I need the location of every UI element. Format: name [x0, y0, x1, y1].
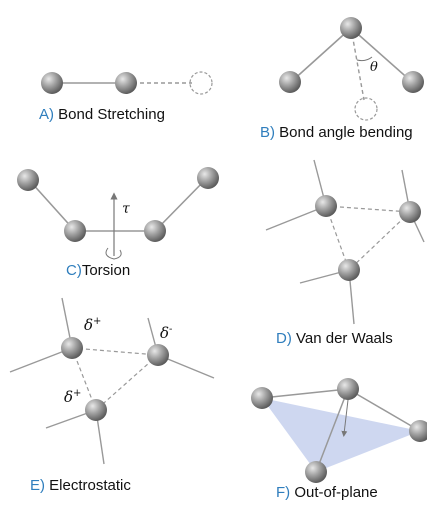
partial-charge-label: δ+ [84, 316, 102, 334]
displaced-atom-ghost [354, 97, 378, 121]
atom [402, 71, 424, 93]
coulomb-interaction-dashed [95, 354, 159, 411]
bond [290, 27, 352, 83]
bond [347, 388, 421, 432]
atom [251, 387, 273, 409]
panel-bond-angle-bending [279, 17, 424, 121]
bond [261, 388, 349, 399]
plane [262, 398, 420, 472]
caption-letter: F) [276, 484, 291, 501]
panel-van-der-waals [265, 159, 425, 325]
caption-torsion: C)Torsion [66, 262, 130, 279]
torsion-tau-symbol: τ [122, 201, 130, 217]
caption-label: Bond angle bending [279, 124, 413, 141]
caption-label: Electrostatic [49, 477, 131, 494]
atom [197, 167, 219, 189]
caption-label: Out-of-plane [294, 484, 378, 501]
partial-charge-label: δ+ [64, 388, 82, 406]
vdw-interaction-dashed [325, 205, 350, 271]
bond [29, 180, 76, 232]
atom [64, 220, 86, 242]
caption-letter: E) [30, 477, 45, 494]
caption-letter: D) [276, 330, 292, 347]
panel-electrostatic [9, 297, 215, 465]
angle-arc [356, 56, 373, 62]
coulomb-interaction-dashed [71, 347, 159, 356]
caption-letter: C) [66, 262, 82, 279]
vdw-interaction-dashed [325, 205, 411, 213]
bond [315, 388, 349, 473]
atom [85, 399, 107, 421]
partial-charge-label: δ- [160, 324, 173, 342]
atom [115, 72, 137, 94]
panel-torsion [17, 167, 219, 260]
atom [315, 195, 337, 217]
atom [337, 378, 359, 400]
atom [144, 220, 166, 242]
atom [340, 17, 362, 39]
panel-out-of-plane [251, 378, 427, 483]
atom [279, 71, 301, 93]
bond [154, 177, 208, 232]
atom [305, 461, 327, 483]
atom [399, 201, 421, 223]
rotation-arrow [105, 247, 122, 260]
bent-bond-dashed [350, 27, 365, 101]
caption-letter: B) [260, 124, 275, 141]
caption-label: Van der Waals [296, 330, 393, 347]
caption-out-of-plane: F) Out-of-plane [276, 484, 378, 501]
normal-arrow [341, 399, 349, 437]
atom [41, 72, 63, 94]
vdw-interaction-dashed [348, 211, 411, 271]
caption-electrostatic: E) Electrostatic [30, 477, 131, 494]
caption-letter: A) [39, 106, 54, 123]
caption-bond-stretching: A) Bond Stretching [39, 106, 165, 123]
atom [409, 420, 427, 442]
caption-bond-angle-bending: B) Bond angle bending [260, 124, 413, 141]
atom [17, 169, 39, 191]
caption-label: Torsion [81, 262, 131, 279]
panel-bond-stretching [41, 71, 213, 95]
angle-theta-symbol: θ [370, 60, 378, 75]
caption-label: Bond Stretching [58, 106, 165, 123]
displaced-atom-ghost [189, 71, 213, 95]
caption-van-der-waals: D) Van der Waals [276, 330, 393, 347]
atom [338, 259, 360, 281]
atom [147, 344, 169, 366]
atom [61, 337, 83, 359]
bond [350, 27, 413, 83]
bond [9, 347, 73, 373]
